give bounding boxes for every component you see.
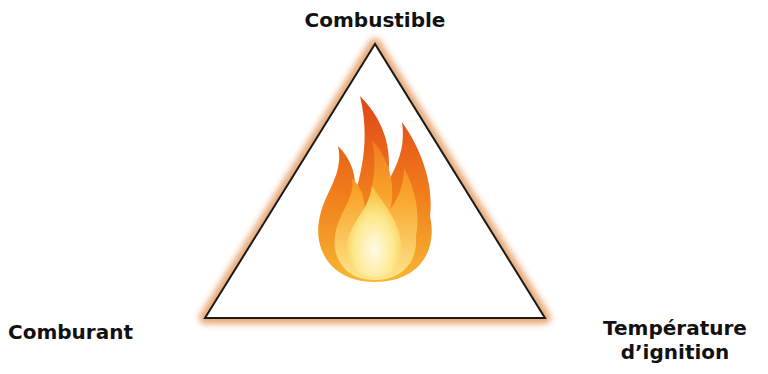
vertex-label: Combustible xyxy=(265,8,485,32)
flame-middle xyxy=(335,140,418,280)
triangle-glow xyxy=(205,44,545,318)
triangle-outline xyxy=(205,44,545,318)
triangle xyxy=(205,44,545,318)
flame-outer xyxy=(318,96,432,282)
vertex-label: Comburant xyxy=(8,320,208,344)
flame-icon xyxy=(318,96,432,282)
flame-core xyxy=(347,186,402,277)
vertex-label: Température d’ignition xyxy=(587,316,763,364)
